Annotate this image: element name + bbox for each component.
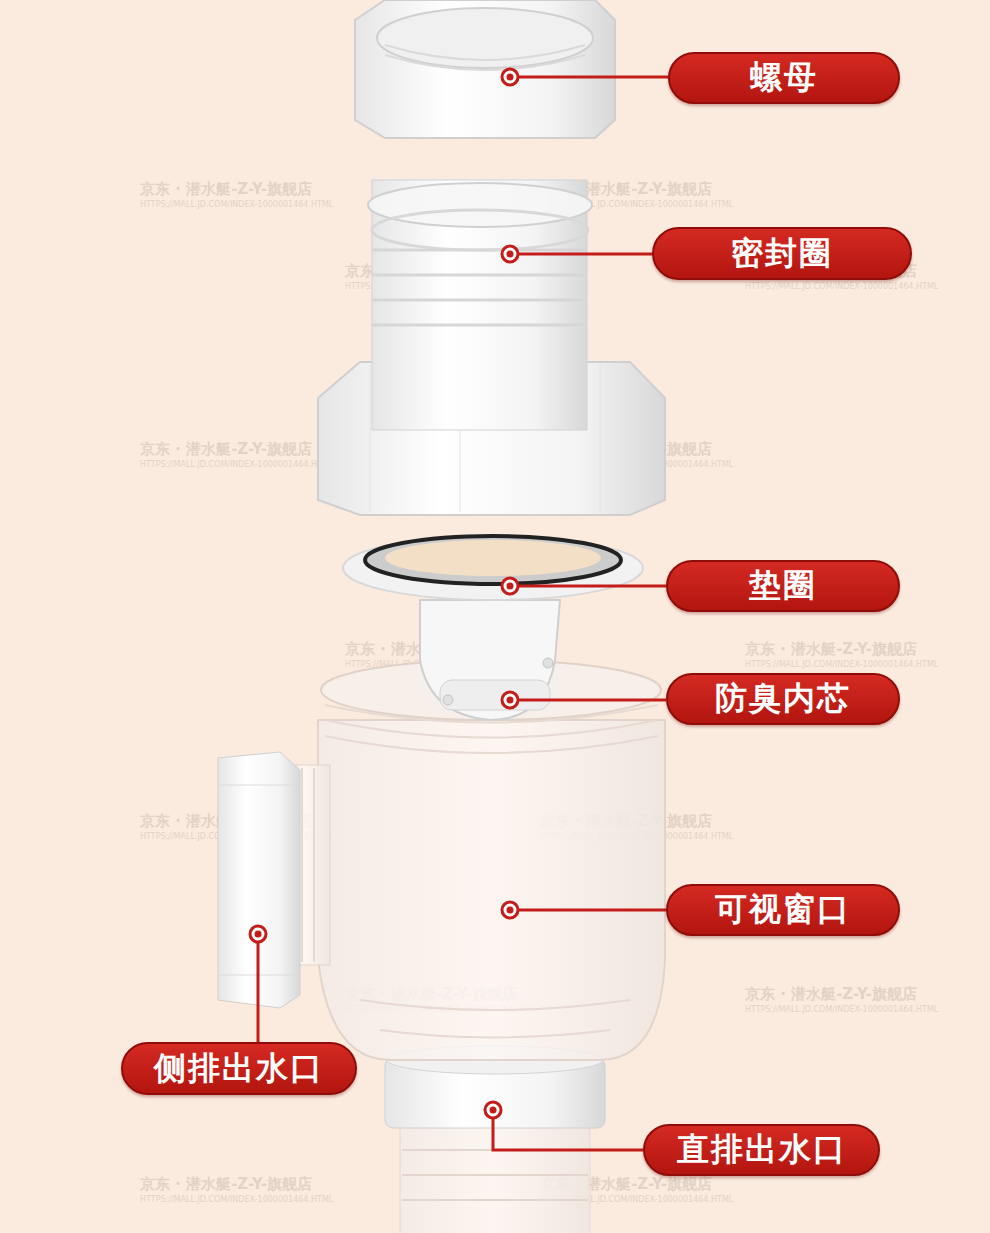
callout-pill: 防臭内芯 — [666, 673, 900, 725]
callout-label: 直排出水口 — [677, 1128, 847, 1172]
watermark-url: HTTPS://MALL.JD.COM/INDEX-1000001464.HTM… — [140, 200, 333, 209]
callout-label: 螺母 — [750, 56, 818, 100]
callout-pill: 螺母 — [668, 52, 900, 104]
watermark-text: 京东 · 潜水艇-Z-Y-旗舰店 — [745, 985, 917, 1004]
callout-pill: 侧排出水口 — [121, 1042, 357, 1095]
watermark-url: HTTPS://MALL.JD.COM/INDEX-1000001464.HTM… — [745, 660, 938, 669]
callout-pill: 直排出水口 — [643, 1124, 880, 1176]
watermark-url: HTTPS://MALL.JD.COM/INDEX-1000001464.HTM… — [140, 460, 333, 469]
callout-pill: 垫圈 — [666, 560, 900, 612]
callout-label: 密封圈 — [731, 232, 833, 276]
watermark-text: 京东 · 潜水艇-Z-Y-旗舰店 — [140, 440, 312, 459]
watermark-text: 京东 · 潜水艇-Z-Y-旗舰店 — [745, 640, 917, 659]
callout-label: 侧排出水口 — [154, 1047, 324, 1091]
callout-label: 可视窗口 — [715, 888, 851, 932]
watermark-text: 京东 · 潜水艇-Z-Y-旗舰店 — [140, 180, 312, 199]
watermark-url: HTTPS://MALL.JD.COM/INDEX-1000001464.HTM… — [745, 282, 938, 291]
callout-label: 防臭内芯 — [715, 677, 851, 721]
watermark-url: HTTPS://MALL.JD.COM/INDEX-1000001464.HTM… — [745, 1005, 938, 1014]
callout-label: 垫圈 — [749, 564, 817, 608]
watermark-text: 京东 · 潜水艇-Z-Y-旗舰店 — [140, 1175, 312, 1194]
callout-pill: 可视窗口 — [666, 884, 900, 936]
callout-pill: 密封圈 — [652, 227, 912, 280]
watermark-url: HTTPS://MALL.JD.COM/INDEX-1000001464.HTM… — [140, 1195, 333, 1204]
